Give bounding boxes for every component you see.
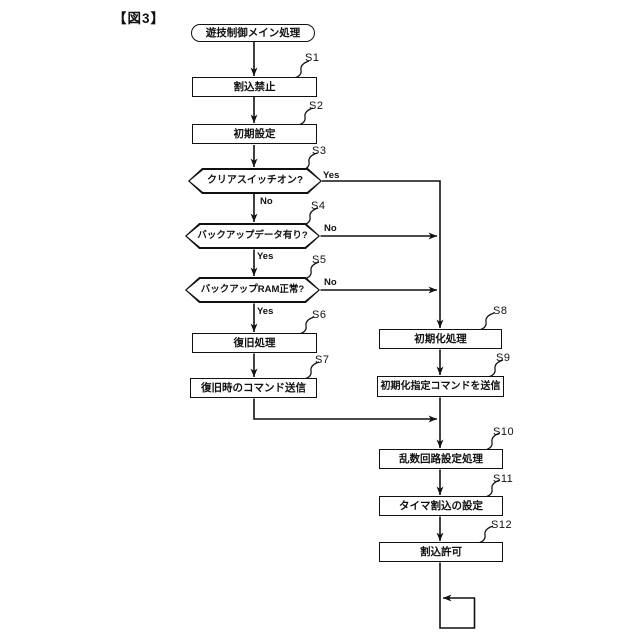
- branch-label-s5-no: No: [324, 277, 337, 288]
- node-s10-process: 乱数回路設定処理: [379, 449, 503, 469]
- s2-label: 初期設定: [233, 127, 276, 140]
- node-s11-process: タイマ割込の設定: [379, 496, 503, 516]
- s5-hex-fill: [186, 278, 319, 302]
- step-label-s2: S2: [309, 100, 324, 112]
- s12-label: 割込許可: [420, 545, 462, 558]
- s9-label: 初期化指定コマンドを送信: [380, 380, 501, 392]
- node-start-terminal: 遊技制御メイン処理: [191, 24, 315, 42]
- s5-label: バックアップRAM正常?: [200, 284, 305, 296]
- s4-label: バックアップデータ有り?: [197, 230, 308, 242]
- step-label-s8: S8: [493, 305, 508, 317]
- s3-label: クリアスイッチオン?: [206, 175, 304, 186]
- s4-hex-fill: [186, 224, 319, 248]
- s3-hex-fill: [189, 169, 321, 193]
- step-label-s12: S12: [491, 519, 513, 531]
- node-s1-process: 割込禁止: [192, 77, 317, 97]
- s10-label: 乱数回路設定処理: [399, 452, 483, 465]
- node-s6-process: 復旧処理: [192, 333, 317, 353]
- step-label-s10: S10: [493, 426, 515, 438]
- step-callout-squiggles: [293, 60, 504, 544]
- branch-label-s4-no: No: [324, 223, 337, 234]
- node-s4-decision: バックアップデータ有り?: [185, 223, 320, 249]
- step-label-s4: S4: [311, 200, 326, 212]
- s11-label: タイマ割込の設定: [399, 499, 483, 512]
- arrow-s3-yes-to-s8: [322, 180, 444, 328]
- node-s2-process: 初期設定: [192, 124, 317, 144]
- arrow-s7-join: [253, 398, 437, 423]
- node-s3-decision: クリアスイッチオン?: [188, 168, 322, 194]
- node-s9-process: 初期化指定コマンドを送信: [377, 376, 504, 397]
- s6-label: 復旧処理: [233, 336, 276, 349]
- s1-label: 割込禁止: [233, 80, 276, 93]
- start-terminal-label: 遊技制御メイン処理: [205, 26, 301, 39]
- node-s8-process: 初期化処理: [379, 329, 502, 349]
- s7-label: 復旧時のコマンド送信: [201, 381, 306, 394]
- node-s12-process: 割込許可: [379, 542, 503, 562]
- branch-label-s3-no: No: [260, 196, 273, 207]
- step-label-s7: S7: [315, 354, 330, 366]
- s8-label: 初期化処理: [414, 332, 467, 345]
- figure-label: 【図3】: [113, 11, 166, 26]
- branch-label-s3-yes: Yes: [323, 170, 340, 181]
- step-label-s6: S6: [312, 309, 327, 321]
- step-label-s9: S9: [496, 352, 511, 364]
- step-label-s11: S11: [493, 473, 514, 485]
- step-label-s3: S3: [312, 145, 327, 157]
- node-s5-decision: バックアップRAM正常?: [185, 277, 320, 303]
- step-label-s5: S5: [312, 254, 327, 266]
- branch-label-s5-yes: Yes: [257, 306, 274, 317]
- node-s7-process: 復旧時のコマンド送信: [190, 378, 317, 398]
- loop-return-path: [439, 562, 476, 629]
- branch-label-s4-yes: Yes: [257, 251, 274, 262]
- step-label-s1: S1: [305, 52, 320, 64]
